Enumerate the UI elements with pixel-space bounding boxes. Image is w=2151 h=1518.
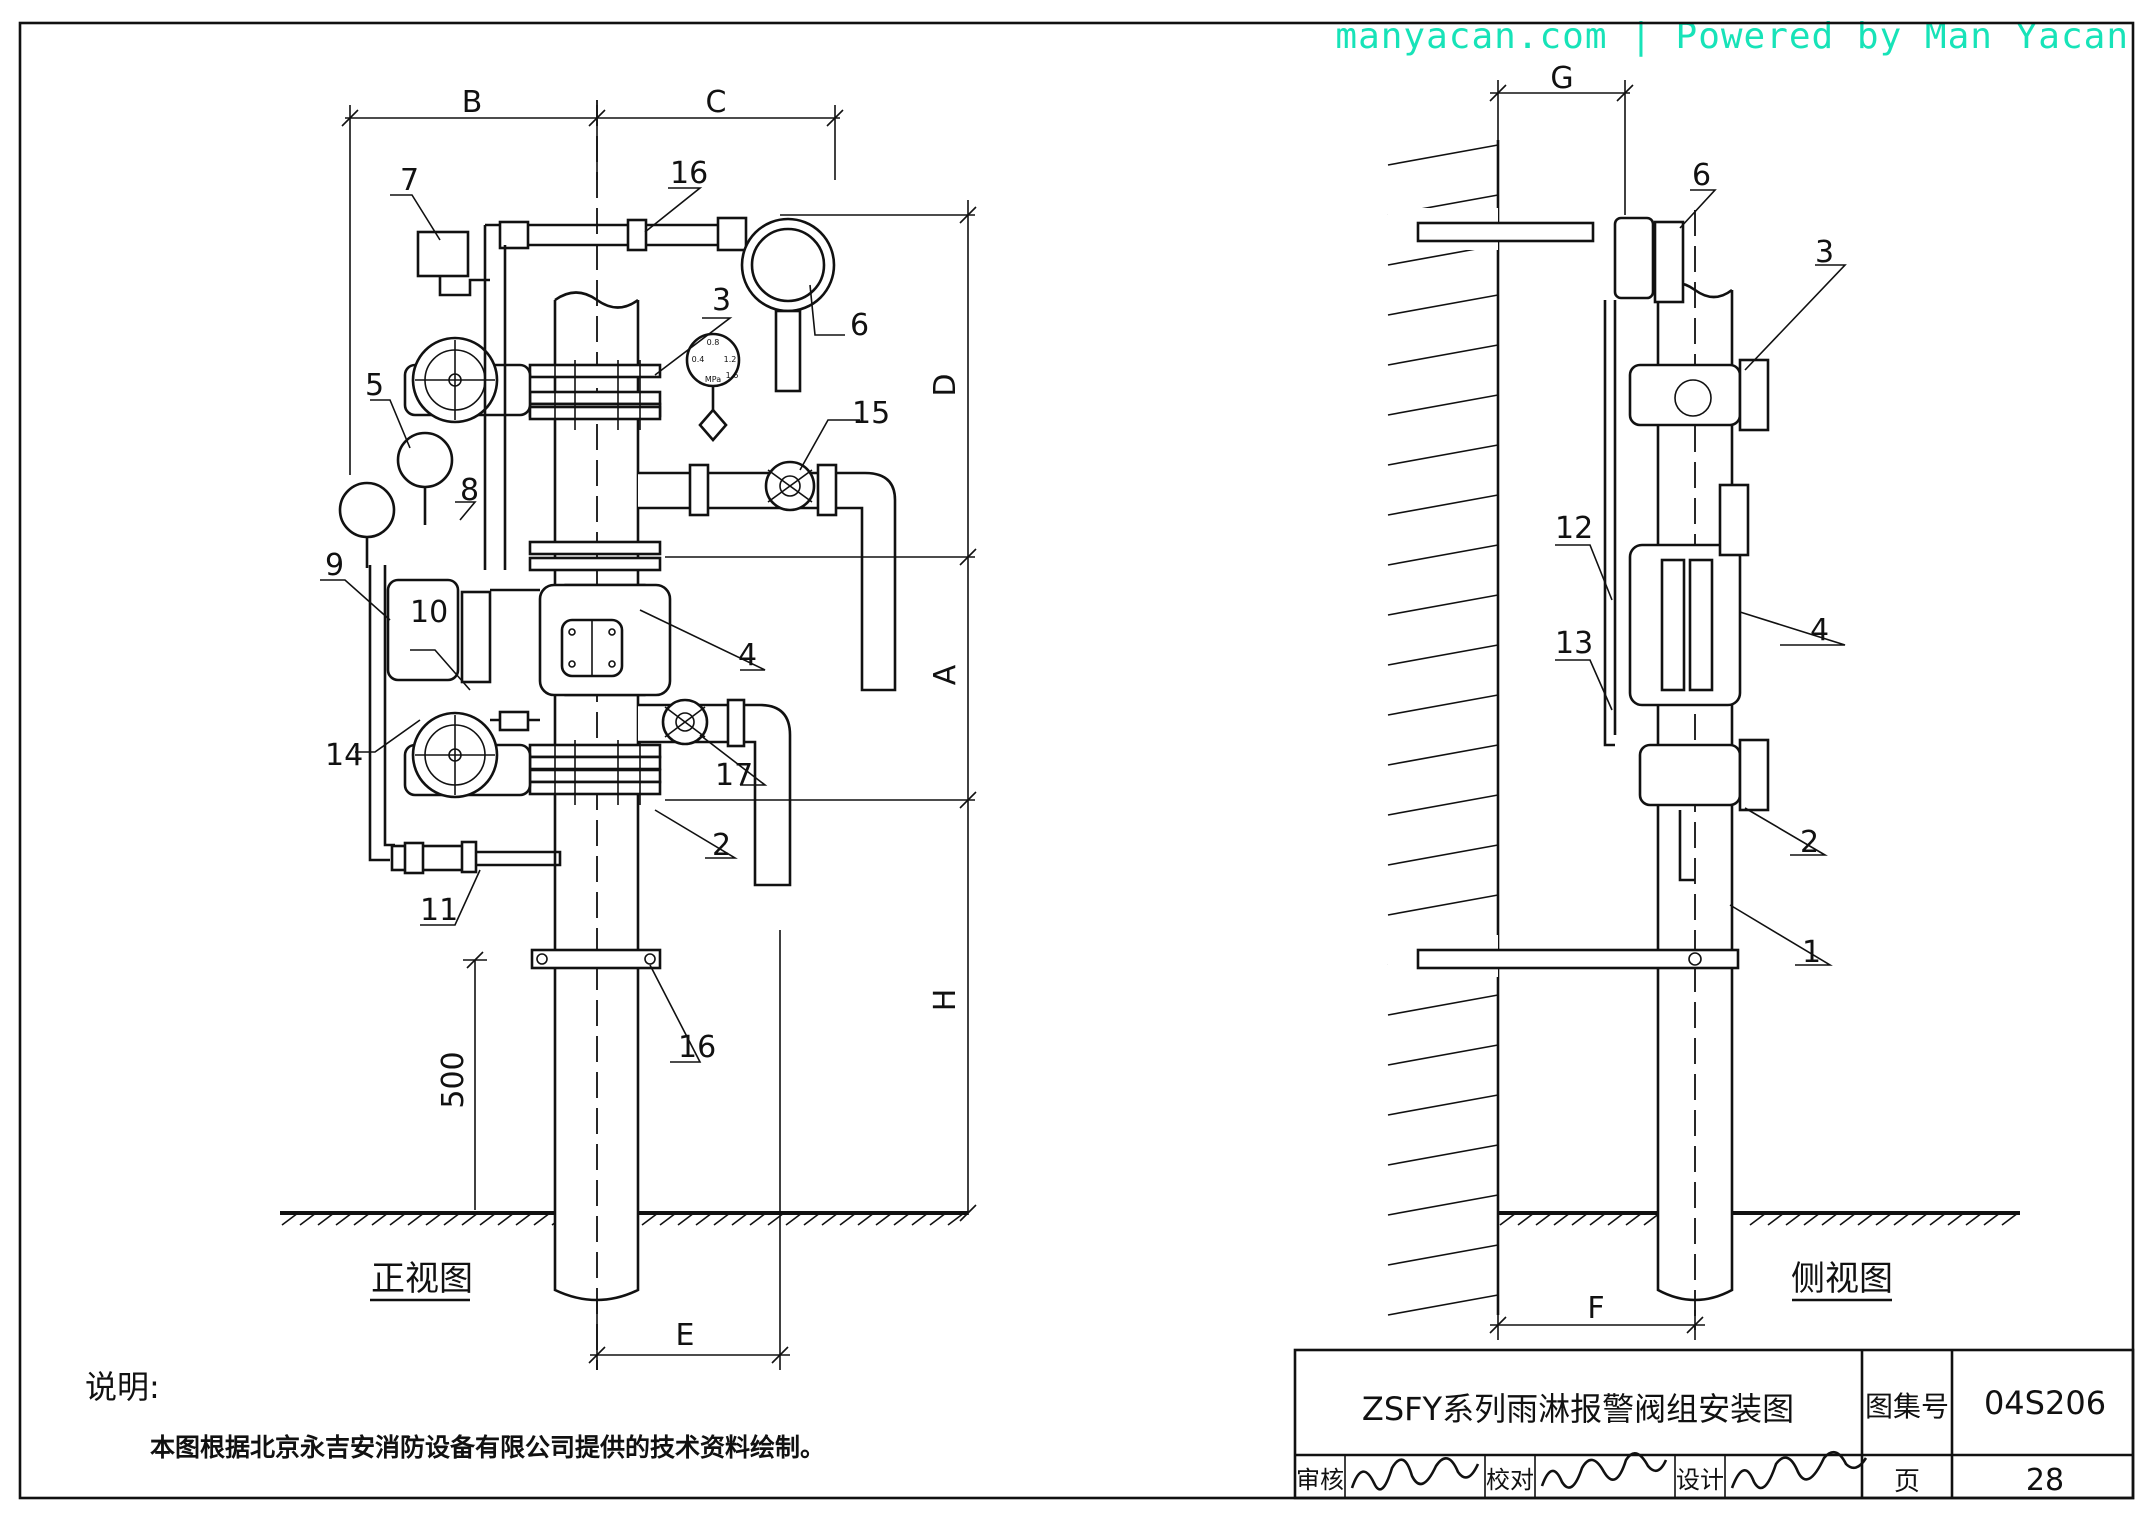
- part-label-4: 4: [738, 638, 757, 673]
- main-riser: [553, 100, 640, 1370]
- side-brackets: [1416, 221, 1740, 970]
- dim-500: 500: [436, 1051, 471, 1108]
- part-label-15: 15: [852, 396, 890, 431]
- side-leaders: [1555, 189, 1847, 966]
- gauge-riser: 0.8 0.4 1.2 1.6 MPa: [685, 332, 741, 442]
- lower-flange: [528, 740, 662, 805]
- page-label: 页: [1894, 1467, 1920, 1497]
- deluge-valve-body: [538, 583, 672, 697]
- lower-handwheel-valve: [403, 711, 532, 799]
- front-view: 0.8 0.4 1.2 1.6 MPa: [280, 85, 977, 1370]
- side-dimensions: [1489, 80, 1705, 1340]
- designer-signature: [1730, 1450, 1868, 1490]
- side-view: G F 6 3 4 12 13 2 1 侧视图: [1387, 61, 2020, 1340]
- drawing-title: ZSFY系列雨淋报警阀组安装图: [1362, 1390, 1794, 1428]
- drain-branch-17: [638, 698, 792, 887]
- side-valve-assembly: [1603, 216, 1770, 882]
- dim-D: D: [928, 373, 963, 396]
- valve-flange: [528, 540, 662, 572]
- design-label: 设计: [1676, 1466, 1724, 1494]
- part-label-5: 5: [365, 368, 384, 403]
- part-label-16: 16: [670, 156, 708, 191]
- dim-A: A: [928, 664, 963, 685]
- part-label-14: 14: [325, 738, 363, 773]
- page-number: 28: [2026, 1463, 2064, 1498]
- wall: [1387, 140, 1500, 1316]
- front-leaders: [320, 187, 860, 1063]
- side-part-label-2: 2: [1800, 825, 1819, 860]
- checker-signature: [1540, 1452, 1668, 1489]
- front-dimensions: [341, 105, 977, 1370]
- check-label: 校对: [1486, 1466, 1534, 1494]
- part-label-2: 2: [712, 828, 731, 863]
- pressure-switch: [416, 230, 490, 297]
- atlas-number: 04S206: [1984, 1384, 2106, 1422]
- dim-G: G: [1550, 61, 1573, 96]
- part-label-17: 17: [715, 758, 753, 793]
- side-part-label-13: 13: [1555, 626, 1593, 661]
- part-label-8: 8: [460, 473, 479, 508]
- side-part-label-4: 4: [1810, 613, 1829, 648]
- review-label: 审核: [1296, 1466, 1344, 1494]
- part-label-10: 10: [410, 595, 448, 630]
- reviewer-signature: [1350, 1457, 1480, 1491]
- side-part-label-1: 1: [1802, 935, 1821, 970]
- pipe-clamp: [530, 948, 662, 970]
- left-trim: [338, 431, 562, 875]
- upper-flange: [528, 360, 662, 430]
- title-block: ZSFY系列雨淋报警阀组安装图 图集号 04S206 审核 校对 设计 页 28: [1293, 1348, 2135, 1500]
- dim-F: F: [1587, 1291, 1604, 1326]
- part-label-9: 9: [325, 548, 344, 583]
- trim-pipe-top: [483, 216, 748, 570]
- gauge-tick: 1.6: [726, 371, 739, 380]
- side-part-label-6: 6: [1692, 158, 1711, 193]
- front-view-title: 正视图: [371, 1259, 473, 1299]
- gauge-tick: 0.4: [692, 355, 705, 364]
- atlas-label: 图集号: [1865, 1390, 1949, 1423]
- part-label-7: 7: [400, 163, 419, 198]
- drawing-frame: [18, 21, 2135, 1500]
- gauge-tick: 0.8: [707, 338, 720, 347]
- notes-body: 本图根据北京永吉安消防设备有限公司提供的技术资料绘制。: [150, 1433, 826, 1462]
- notes-heading: 说明:: [85, 1368, 160, 1406]
- alarm-bell: [740, 217, 836, 393]
- side-part-label-12: 12: [1555, 511, 1593, 546]
- outlet-branch-15: [638, 460, 897, 692]
- gauge-unit: MPa: [705, 375, 721, 384]
- part-label-3: 3: [712, 283, 731, 318]
- dim-H: H: [928, 989, 963, 1012]
- side-part-label-3: 3: [1815, 235, 1834, 270]
- upper-handwheel-valve: [403, 336, 532, 424]
- side-view-title: 侧视图: [1791, 1259, 1893, 1299]
- dim-C: C: [706, 85, 727, 120]
- gauge-tick: 1.2: [724, 355, 737, 364]
- part-label-16-lower: 16: [678, 1030, 716, 1065]
- part-label-6: 6: [850, 308, 869, 343]
- dim-B: B: [462, 85, 483, 120]
- part-label-11: 11: [420, 893, 458, 928]
- ground-side: [1498, 1211, 2020, 1226]
- dim-E: E: [676, 1318, 695, 1353]
